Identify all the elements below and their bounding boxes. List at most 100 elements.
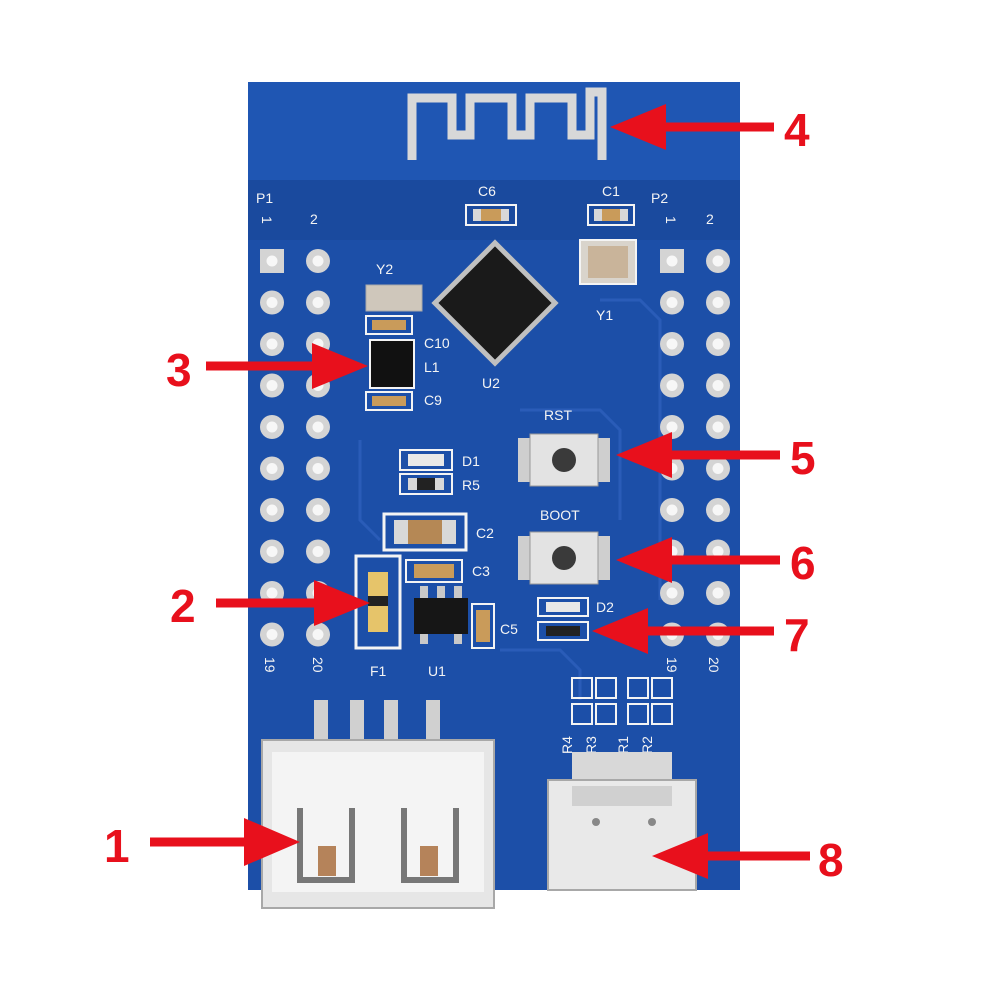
callout-arrowhead-8 [652,833,708,879]
capacitor-c1 [587,204,635,226]
capacitor-c5 [471,603,495,649]
led-d2 [537,597,589,641]
label-r3: R3 [583,736,599,754]
callout-number-5: 5 [790,432,816,484]
p1-pin-12 [306,456,330,481]
p1-pin-1 [260,249,284,273]
p2-pin-18 [706,581,730,605]
p1-pin-15 [260,539,284,564]
label-c6: C6 [478,183,496,199]
callout-arrowhead-2 [314,580,370,626]
header-p2-pin1-label: 1 [663,216,679,224]
callout-arrowhead-6 [616,537,672,583]
p1-pin-19 [260,622,284,647]
label-u1: U1 [428,663,446,679]
crystal-y1 [579,239,637,285]
mcu-chip-u2 [431,239,559,367]
p1-pin-20 [306,622,330,647]
p1-pin-2 [306,249,330,273]
p1-pin-16 [306,539,330,564]
p2-pin-5 [660,332,684,356]
p1-pin-5 [260,332,284,356]
capacitor-c2 [382,512,468,552]
label-c1: C1 [602,183,620,199]
inductor-l1 [369,339,415,389]
header-p1-pin19-label: 19 [262,657,278,673]
resistor-r5 [399,473,453,495]
callout-number-3: 3 [166,344,192,396]
led-d1 [399,449,453,471]
label-c9: C9 [424,392,442,408]
label-c2: C2 [476,525,494,541]
label-d2: D2 [596,599,614,615]
capacitor-c10 [365,315,413,335]
label-d1: D1 [462,453,480,469]
p2-pin-7 [660,373,684,398]
callout-number-1: 1 [104,820,130,872]
pcb-trace [358,298,662,700]
p2-pin-1 [660,249,684,273]
p2-pin-4 [706,290,730,315]
header-p2-pin2-label: 2 [706,211,714,227]
callout-arrowhead-3 [312,343,368,389]
label-y2: Y2 [376,261,393,277]
usb-c-port[interactable] [547,752,697,891]
p2-pin-14 [706,498,730,522]
p2-pin-17 [660,581,684,605]
callout-arrowhead-1 [244,818,300,866]
reset-button[interactable] [518,433,610,487]
p1-pin-11 [260,456,284,481]
antenna-trace [407,87,607,160]
label-l1: L1 [424,359,440,375]
capacitor-c9 [365,391,413,411]
p2-pin-10 [706,415,730,439]
label-rst: RST [544,407,572,423]
p2-pin-6 [706,332,730,356]
p1-pin-3 [260,290,284,315]
header-p1-pin20-label: 20 [310,657,326,673]
p2-pin-3 [660,290,684,315]
label-r4: R4 [559,736,575,754]
header-p1-pin2-label: 2 [310,211,318,227]
callout-number-2: 2 [170,580,196,632]
header-p2-pin20-label: 20 [706,657,722,673]
p1-pin-13 [260,498,284,522]
label-r5: R5 [462,477,480,493]
p2-pin-9 [660,415,684,439]
header-p2-pin19-label: 19 [664,657,680,673]
callout-arrowhead-5 [616,432,672,478]
resistor-array [571,677,673,725]
header-p1-label: P1 [256,190,273,206]
callout-arrowhead-7 [592,608,648,654]
p2-pin-2 [706,249,730,273]
p1-pin-9 [260,415,284,439]
p2-pin-13 [660,498,684,522]
capacitor-c3 [405,559,463,583]
capacitor-c6 [465,204,517,226]
p2-pin-8 [706,373,730,398]
p1-pin-4 [306,290,330,315]
callout-arrowhead-4 [610,104,666,150]
label-f1: F1 [370,663,387,679]
p1-pin-10 [306,415,330,439]
callout-number-4: 4 [784,104,810,156]
label-r2: R2 [639,736,655,754]
callout-arrows: 1 2 3 4 5 6 7 8 [104,104,844,886]
p1-pin-7 [260,373,284,398]
usb-a-port[interactable] [261,700,495,909]
label-y1: Y1 [596,307,613,323]
label-r1: R1 [615,736,631,754]
label-boot: BOOT [540,507,580,523]
header-p2-label: P2 [651,190,668,206]
callout-number-6: 6 [790,537,816,589]
callout-number-7: 7 [784,609,810,661]
crystal-y2 [365,284,423,312]
boot-button[interactable] [518,531,610,585]
regulator-u1 [414,586,468,644]
label-c10: C10 [424,335,450,351]
label-c3: C3 [472,563,490,579]
header-p1-pin1-label: 1 [259,216,275,224]
p1-pin-14 [306,498,330,522]
label-c5: C5 [500,621,518,637]
